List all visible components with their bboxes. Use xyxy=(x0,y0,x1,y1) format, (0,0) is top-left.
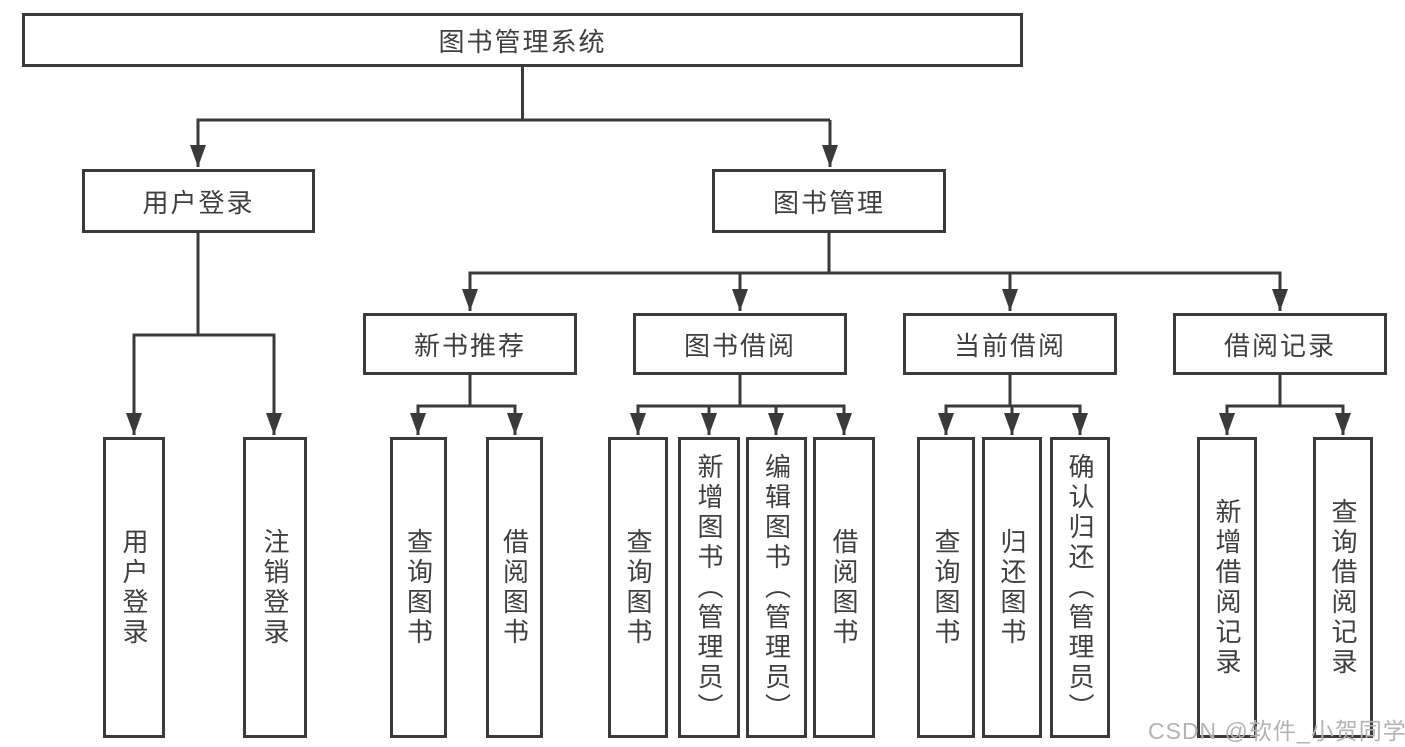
node-borrowing-records: 借阅记录 xyxy=(1173,313,1387,375)
node-label: 当前借阅 xyxy=(953,330,1066,361)
csdn-watermark: CSDN @软件_小贺同学 xyxy=(1148,718,1405,744)
node-label: 图书管理 xyxy=(772,187,885,218)
node-book-management: 图书管理 xyxy=(712,169,946,233)
leaf-label: 借阅图书 xyxy=(499,527,530,648)
leaf-label: 查询图书 xyxy=(403,527,434,648)
leaf-query-books-borrowing: 查询图书 xyxy=(608,437,668,738)
leaf-label: 借阅图书 xyxy=(829,527,859,648)
node-current-borrowing: 当前借阅 xyxy=(903,313,1117,375)
leaf-logout: 注销登录 xyxy=(243,437,307,738)
leaf-query-borrow-record: 查询借阅记录 xyxy=(1313,437,1373,738)
leaf-label: 查询图书 xyxy=(931,527,961,648)
leaf-add-borrow-record: 新增借阅记录 xyxy=(1197,437,1257,738)
node-user-login: 用户登录 xyxy=(82,169,315,233)
leaf-label: 注销登录 xyxy=(260,527,290,648)
leaf-user-login: 用户登录 xyxy=(103,437,165,738)
leaf-query-books-current: 查询图书 xyxy=(917,437,975,738)
leaf-label: 编辑图书（管理员） xyxy=(761,452,792,723)
leaf-return-books: 归还图书 xyxy=(982,437,1042,738)
node-label: 图书借阅 xyxy=(683,330,796,361)
node-label: 图书管理系统 xyxy=(438,26,607,57)
leaf-label: 确认归还（管理员） xyxy=(1065,452,1095,723)
node-book-borrowing: 图书借阅 xyxy=(633,313,847,375)
leaf-label: 查询图书 xyxy=(623,527,653,648)
node-label: 借阅记录 xyxy=(1223,330,1336,361)
leaf-label: 用户登录 xyxy=(119,527,149,648)
leaf-label: 新增借阅记录 xyxy=(1212,497,1242,678)
node-label: 新书推荐 xyxy=(413,330,526,361)
leaf-add-books-admin: 新增图书（管理员） xyxy=(678,437,740,738)
leaf-edit-books-admin: 编辑图书（管理员） xyxy=(746,437,807,738)
node-new-book-recommendation: 新书推荐 xyxy=(363,313,577,375)
leaf-query-books-recommend: 查询图书 xyxy=(390,437,447,738)
leaf-label: 查询借阅记录 xyxy=(1328,497,1358,678)
leaf-borrow-books-recommend: 借阅图书 xyxy=(486,437,543,738)
node-library-management-system: 图书管理系统 xyxy=(22,13,1023,67)
leaf-label: 归还图书 xyxy=(997,527,1027,648)
leaf-borrow-books: 借阅图书 xyxy=(813,437,875,738)
node-label: 用户登录 xyxy=(142,187,255,218)
leaf-label: 新增图书（管理员） xyxy=(694,452,724,723)
leaf-confirm-return-admin: 确认归还（管理员） xyxy=(1050,437,1110,738)
